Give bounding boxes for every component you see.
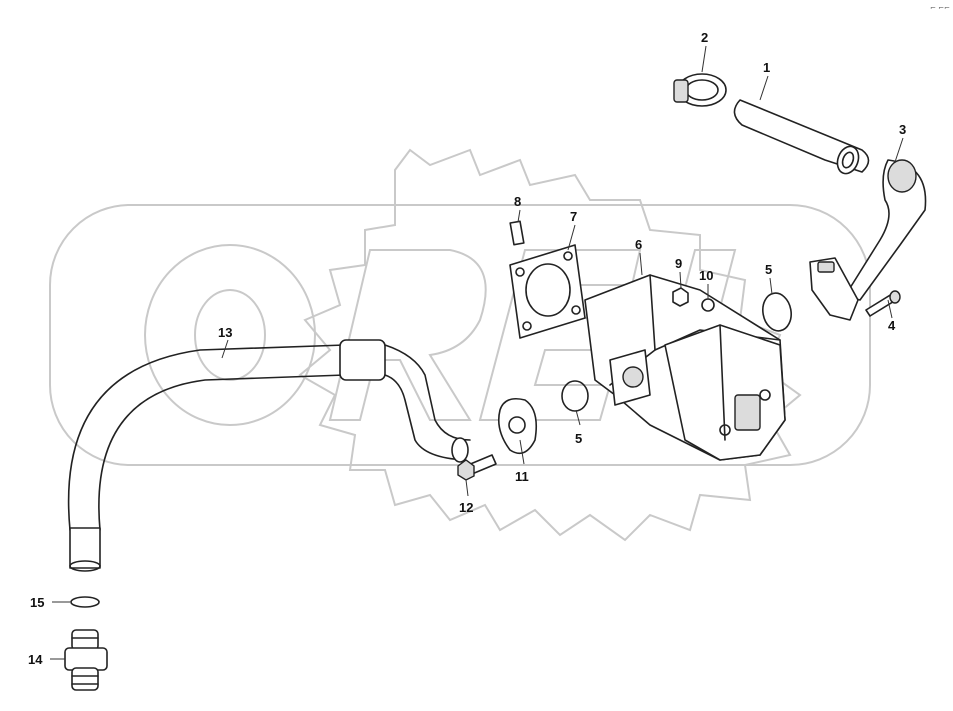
- hose-straight: [733, 99, 870, 175]
- callout-15: 15: [30, 595, 44, 610]
- flange-bolt-lower: [457, 454, 497, 481]
- callout-4: 4: [888, 318, 896, 333]
- elbow-flange: [809, 257, 859, 321]
- callout-1: 1: [763, 60, 770, 75]
- callout-8: 8: [514, 194, 521, 209]
- gear-pump: [584, 274, 786, 461]
- nut: [672, 287, 689, 307]
- elbow-pipe: [844, 159, 927, 301]
- o-ring-upper: [762, 292, 792, 332]
- leader-lines: [50, 45, 904, 660]
- callout-7: 7: [570, 209, 577, 224]
- gasket: [509, 244, 586, 339]
- stud-bolt: [509, 220, 525, 246]
- callout-13: 13: [218, 325, 232, 340]
- callout-5-upper: 5: [765, 262, 772, 277]
- hose-clamp: [673, 73, 727, 107]
- callout-labels: 1 2 3 4 5 5 6 7 8 9 10 11 12 13 14 15: [28, 30, 906, 667]
- adapter-fitting: [64, 629, 108, 691]
- callout-9: 9: [675, 256, 682, 271]
- seal-ring: [70, 596, 100, 608]
- callout-2: 2: [701, 30, 708, 45]
- callout-6: 6: [635, 237, 642, 252]
- suction-hose: [67, 339, 471, 572]
- callout-12: 12: [459, 500, 473, 515]
- callout-11: 11: [515, 469, 529, 484]
- watermark-gear: [298, 148, 802, 542]
- flange-bolt: [865, 290, 901, 317]
- callout-14: 14: [28, 652, 43, 667]
- callout-10: 10: [699, 268, 713, 283]
- split-flange: [497, 397, 538, 455]
- callout-3: 3: [899, 122, 906, 137]
- corner-mark: ⌐ ⌐⌐: [930, 4, 950, 12]
- callout-5-lower: 5: [575, 431, 582, 446]
- o-ring-lower: [561, 380, 589, 412]
